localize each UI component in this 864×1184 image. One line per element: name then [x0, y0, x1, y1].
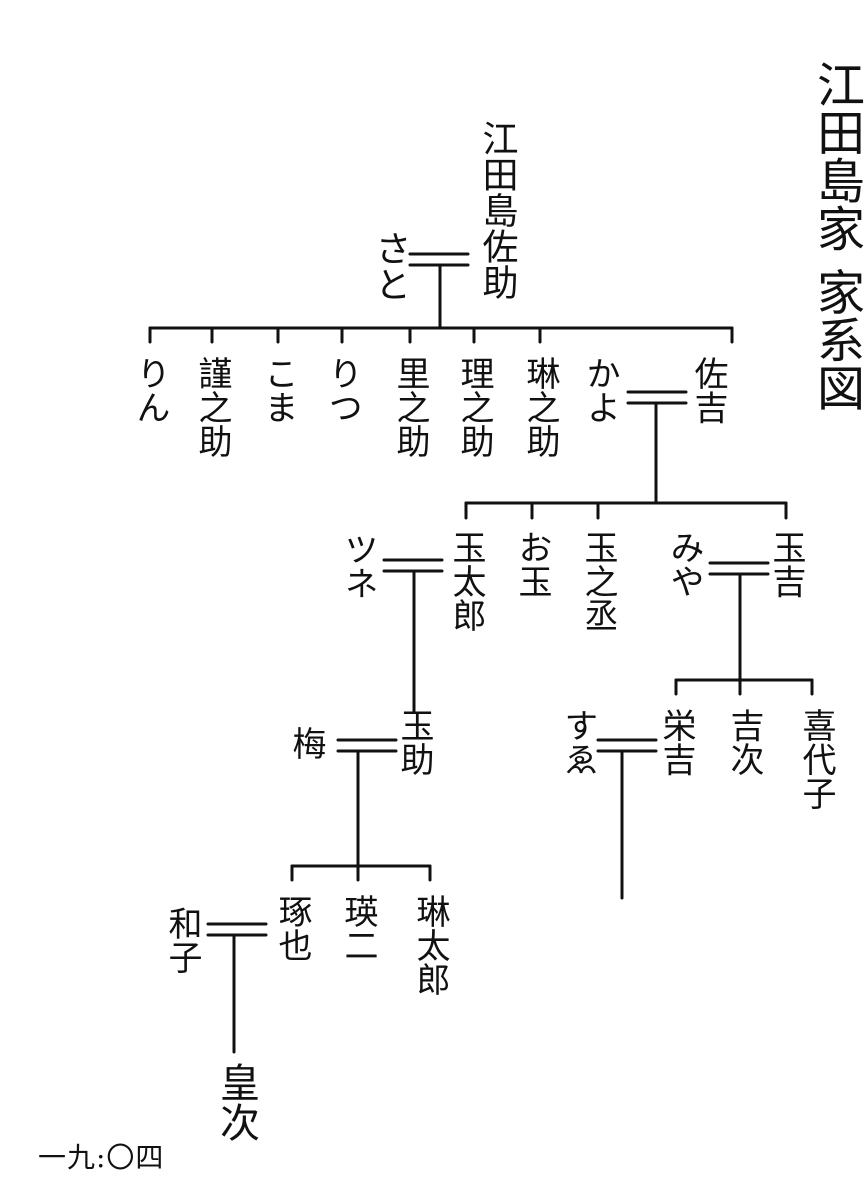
name-sakichi: 佐吉 — [688, 356, 728, 424]
name-ume: 梅 — [286, 726, 326, 760]
name-tamataro: 玉太郎 — [446, 530, 486, 632]
name-koji: 皇次 — [213, 1062, 259, 1142]
name-rin: りん — [130, 356, 170, 424]
name-kayo: かよ — [580, 356, 620, 424]
name-edajima-sasuke: 江田島佐助 — [477, 120, 519, 300]
name-kichiji: 吉次 — [724, 708, 764, 776]
name-ritsu: りつ — [322, 356, 362, 424]
name-sato: さと — [370, 230, 411, 302]
name-rinosuke: 理之助 — [454, 356, 494, 458]
name-satonosuke: 里之助 — [390, 356, 430, 458]
name-tsune: ツネ — [338, 532, 378, 600]
name-tamanojo: 玉之丞 — [578, 530, 618, 632]
name-kazuko: 和子 — [162, 906, 202, 974]
name-kiyoko: 喜代子 — [796, 708, 836, 810]
name-tamakichi: 玉吉 — [766, 530, 806, 598]
name-takuya: 琢也 — [272, 894, 312, 962]
name-sue: すゑ — [558, 708, 598, 776]
title-text: 江田島家 家系図 — [808, 60, 864, 411]
name-eiji: 瑛二 — [338, 894, 378, 962]
name-tamasuke: 玉助 — [394, 708, 434, 776]
name-miya: みや — [664, 530, 704, 598]
name-otama: お玉 — [512, 530, 552, 598]
name-eikichi: 栄吉 — [656, 708, 696, 776]
name-koma: こま — [258, 356, 298, 424]
name-rinnosuke: 琳之助 — [520, 356, 560, 458]
footer-note: 一九:〇四 — [38, 1141, 165, 1174]
name-kinnosuke: 謹之助 — [192, 356, 232, 458]
title-block: 江田島家 家系図 — [808, 60, 864, 411]
name-rintaro: 琳太郎 — [410, 894, 450, 996]
